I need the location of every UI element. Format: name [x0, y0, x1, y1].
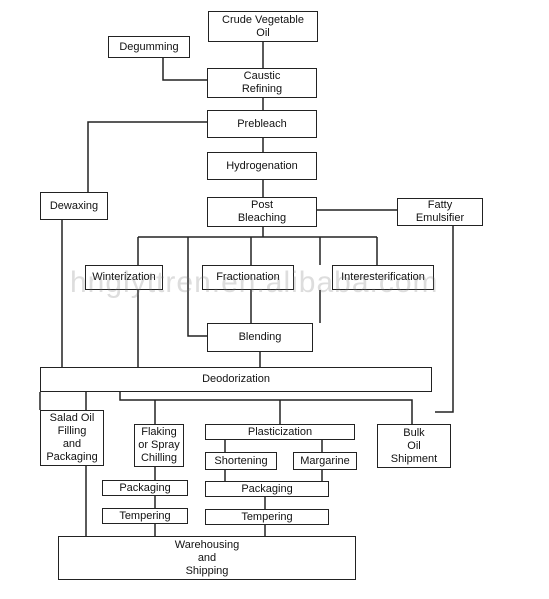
node-post-bleaching: Post Bleaching	[207, 197, 317, 227]
node-fatty-emulsifier: Fatty Emulsifier	[397, 198, 483, 226]
node-hydrogenation: Hydrogenation	[207, 152, 317, 180]
node-packaging-left: Packaging	[102, 480, 188, 496]
node-flaking-spray-chilling: Flaking or Spray Chilling	[134, 424, 184, 467]
node-dewaxing: Dewaxing	[40, 192, 108, 220]
node-crude-vegetable-oil: Crude Vegetable Oil	[208, 11, 318, 42]
node-winterization: Winterization	[85, 265, 163, 290]
node-fractionation: Fractionation	[202, 265, 294, 290]
node-prebleach: Prebleach	[207, 110, 317, 138]
node-packaging-right: Packaging	[205, 481, 329, 497]
node-blending: Blending	[207, 323, 313, 352]
node-tempering-right: Tempering	[205, 509, 329, 525]
node-salad-oil-packaging: Salad Oil Filling and Packaging	[40, 410, 104, 466]
node-plasticization: Plasticization	[205, 424, 355, 440]
node-warehousing-shipping: Warehousing and Shipping	[58, 536, 356, 580]
node-interesterification: Interesterification	[332, 265, 434, 290]
node-deodorization: Deodorization	[40, 367, 432, 392]
node-margarine: Margarine	[293, 452, 357, 470]
node-bulk-oil-shipment: Bulk Oil Shipment	[377, 424, 451, 468]
node-shortening: Shortening	[205, 452, 277, 470]
node-caustic-refining: Caustic Refining	[207, 68, 317, 98]
node-tempering-left: Tempering	[102, 508, 188, 524]
node-degumming: Degumming	[108, 36, 190, 58]
